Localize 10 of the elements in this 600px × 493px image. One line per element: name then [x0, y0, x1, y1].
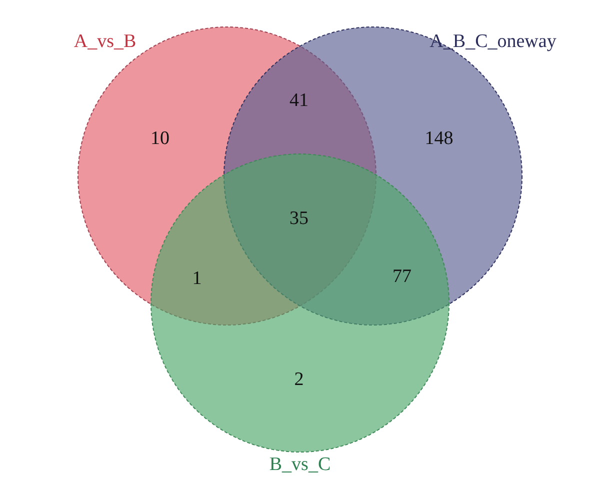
- set-label: A_vs_B: [74, 31, 136, 53]
- region-count: 1: [192, 268, 202, 290]
- region-count: 35: [290, 208, 308, 230]
- region-count: 41: [290, 90, 308, 112]
- region-count: 10: [150, 128, 170, 150]
- set-label: A_B_C_oneway: [430, 31, 556, 53]
- region-count: 148: [424, 128, 454, 150]
- region-count: 2: [294, 369, 304, 391]
- region-count: 77: [392, 266, 412, 288]
- set-label: B_vs_C: [269, 454, 331, 476]
